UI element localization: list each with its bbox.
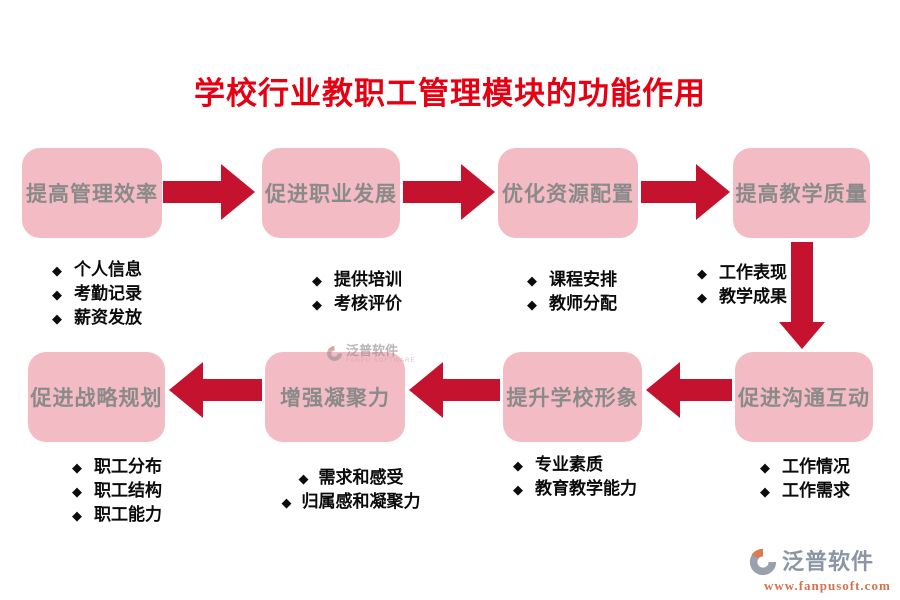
diamond-bullet-icon: ◆ — [760, 484, 770, 499]
brand-name: 泛普软件 — [782, 549, 875, 574]
arrow-right-icon — [163, 164, 255, 220]
arrow-right-icon — [641, 164, 730, 220]
list-item: ◆职工结构 — [72, 479, 162, 503]
feature-list-management-efficiency: ◆个人信息 ◆考勤记录 ◆薪资发放 — [52, 258, 142, 330]
list-item: ◆工作表现 — [697, 261, 787, 285]
list-item: ◆教师分配 — [527, 292, 617, 316]
diamond-bullet-icon: ◆ — [72, 484, 82, 499]
node-label: 促进职业发展 — [265, 183, 397, 206]
flow-node-enhance-school-image: 提升学校形象 — [503, 352, 642, 442]
list-item: ◆需求和感受 — [253, 466, 449, 490]
list-item: ◆归属感和凝聚力 — [253, 490, 449, 514]
diamond-bullet-icon: ◆ — [52, 287, 62, 302]
diamond-bullet-icon: ◆ — [760, 460, 770, 475]
watermark-text: 泛普软件 FANPU SOFTWARE — [346, 344, 415, 365]
diamond-bullet-icon: ◆ — [513, 458, 523, 473]
list-item: ◆职工能力 — [72, 503, 162, 527]
list-item: ◆工作需求 — [760, 479, 850, 503]
list-item: ◆教育教学能力 — [513, 477, 637, 501]
diamond-bullet-icon: ◆ — [52, 311, 62, 326]
flow-node-enhance-cohesion: 增强凝聚力 — [265, 352, 405, 442]
node-label: 提高教学质量 — [735, 183, 868, 206]
arrow-left-icon — [169, 362, 262, 418]
list-item: ◆教学成果 — [697, 285, 787, 309]
fanpu-logo-icon — [749, 548, 777, 576]
flow-node-optimize-resource-allocation: 优化资源配置 — [498, 148, 638, 238]
list-item: ◆工作情况 — [760, 455, 850, 479]
diamond-bullet-icon: ◆ — [527, 297, 537, 312]
node-label: 优化资源配置 — [502, 183, 634, 206]
diamond-bullet-icon: ◆ — [513, 482, 523, 497]
diamond-bullet-icon: ◆ — [52, 263, 62, 278]
flow-node-improve-teaching-quality: 提高教学质量 — [733, 148, 870, 238]
feature-list-career-development: ◆提供培训 ◆考核评价 — [312, 268, 402, 316]
feature-list-communication: ◆工作情况 ◆工作需求 — [760, 455, 850, 503]
list-item: ◆提供培训 — [312, 268, 402, 292]
diamond-bullet-icon: ◆ — [312, 273, 322, 288]
arrow-left-icon — [409, 362, 500, 418]
watermark-name: 泛普软件 — [346, 343, 399, 358]
diamond-bullet-icon: ◆ — [697, 290, 707, 305]
flow-node-promote-strategic-planning: 促进战略规划 — [28, 352, 165, 442]
node-label: 促进沟通互动 — [738, 387, 870, 410]
fanpu-logo-icon — [327, 346, 342, 361]
list-item: ◆个人信息 — [52, 258, 142, 282]
diamond-bullet-icon: ◆ — [72, 460, 82, 475]
list-item: ◆职工分布 — [72, 455, 162, 479]
flow-node-promote-communication: 促进沟通互动 — [735, 352, 873, 442]
feature-list-teaching-quality: ◆工作表现 ◆教学成果 — [697, 261, 787, 309]
brand-url: www.fanpusoft.com — [764, 578, 891, 593]
feature-list-cohesion: ◆需求和感受 ◆归属感和凝聚力 — [253, 466, 449, 514]
feature-list-school-image: ◆专业素质 ◆教育教学能力 — [513, 453, 637, 501]
diamond-bullet-icon: ◆ — [281, 495, 292, 510]
arrow-right-icon — [403, 164, 495, 220]
diamond-bullet-icon: ◆ — [527, 273, 537, 288]
brand-row: 泛普软件 — [747, 547, 891, 577]
node-label: 提高管理效率 — [26, 183, 158, 206]
list-item: ◆专业素质 — [513, 453, 637, 477]
watermark-subtitle: FANPU SOFTWARE — [346, 358, 416, 364]
list-item: ◆考勤记录 — [52, 282, 142, 306]
list-item: ◆课程安排 — [527, 268, 617, 292]
fanpu-watermark: 泛普软件 FANPU SOFTWARE — [326, 344, 415, 365]
diamond-bullet-icon: ◆ — [312, 297, 322, 312]
fanpu-brand: 泛普软件 www.fanpusoft.com — [747, 547, 891, 594]
list-item: ◆薪资发放 — [52, 306, 142, 330]
node-label: 促进战略规划 — [30, 387, 163, 410]
flow-node-promote-career-development: 促进职业发展 — [262, 148, 400, 238]
diamond-bullet-icon: ◆ — [298, 471, 309, 486]
flow-node-improve-management-efficiency: 提高管理效率 — [22, 148, 162, 238]
diamond-bullet-icon: ◆ — [72, 508, 82, 523]
arrow-down-icon — [779, 242, 825, 349]
node-label: 增强凝聚力 — [280, 387, 390, 410]
diamond-bullet-icon: ◆ — [697, 266, 707, 281]
feature-list-strategic-planning: ◆职工分布 ◆职工结构 ◆职工能力 — [72, 455, 162, 527]
arrow-left-icon — [646, 362, 732, 418]
page-title: 学校行业教职工管理模块的功能作用 — [194, 76, 706, 111]
list-item: ◆考核评价 — [312, 292, 402, 316]
node-label: 提升学校形象 — [506, 387, 639, 410]
feature-list-resource-allocation: ◆课程安排 ◆教师分配 — [527, 268, 617, 316]
